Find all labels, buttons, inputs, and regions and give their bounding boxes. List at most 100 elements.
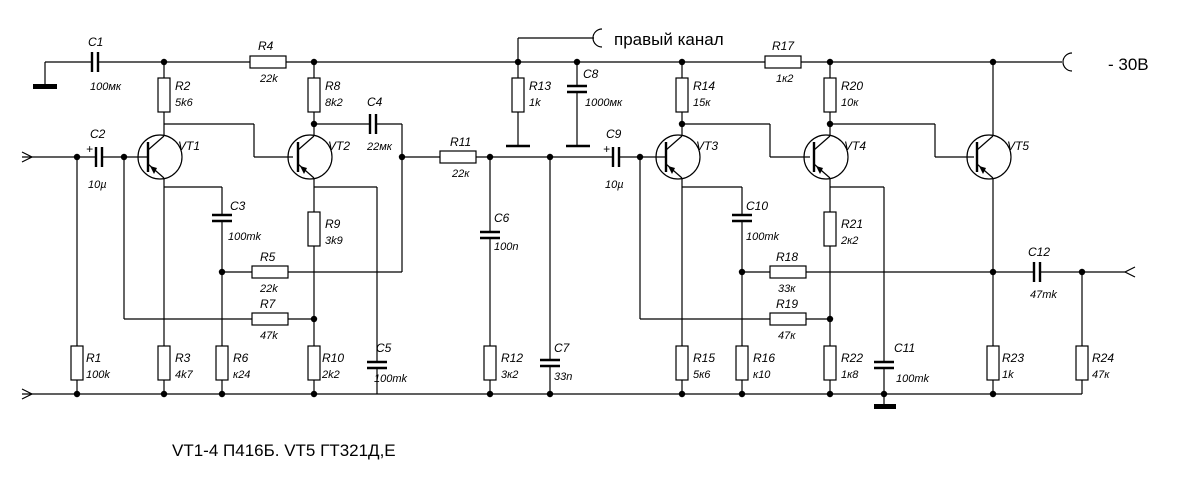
component-labels: C1 100мк C2 10µ + R2 5k6 R4 22k R8 8k2 C…	[86, 35, 1114, 385]
capacitor-c3	[212, 213, 232, 223]
label-c2-value: 10µ	[88, 179, 107, 191]
transistor-vt5	[966, 134, 1012, 180]
label-r24-ref: R24	[1092, 351, 1114, 365]
label-r8-ref: R8	[325, 79, 341, 93]
label-r23-value: 1k	[1002, 369, 1014, 381]
label-c3-value: 100mk	[228, 231, 262, 243]
label-r15-value: 5к6	[693, 369, 711, 381]
label-c9-plus: +	[603, 142, 610, 156]
label-r5-ref: R5	[260, 250, 276, 264]
wires	[22, 37, 1125, 404]
capacitor-c5	[367, 360, 387, 370]
resistor-r2	[157, 77, 171, 113]
label-c2-ref: C2	[90, 127, 106, 141]
resistor-r7	[251, 312, 289, 326]
resistor-r19	[769, 312, 807, 326]
label-r15-ref: R15	[693, 351, 715, 365]
label-r21-value: 2к2	[840, 235, 858, 247]
label-r24-value: 47к	[1092, 369, 1110, 381]
label-r7-ref: R7	[260, 297, 277, 311]
ground-symbols	[33, 84, 896, 409]
label-c1-ref: C1	[88, 35, 103, 49]
resistor-r11	[439, 150, 477, 164]
label-r1-ref: R1	[86, 351, 101, 365]
label-r21-ref: R21	[841, 217, 863, 231]
resistor-r24	[1075, 345, 1089, 381]
label-r10-value: 2k2	[321, 369, 340, 381]
resistor-r18	[769, 265, 807, 279]
label-c9-value: 10µ	[605, 179, 624, 191]
label-r2-value: 5k6	[175, 97, 194, 109]
junction-dots	[73, 58, 1086, 398]
label-c9-ref: C9	[606, 127, 622, 141]
label-r4-ref: R4	[258, 39, 274, 53]
resistor-r21	[823, 211, 837, 247]
capacitor-c4	[368, 114, 378, 134]
resistors	[70, 55, 1089, 381]
label-vt5: VT5	[1007, 139, 1029, 153]
resistor-r23	[986, 345, 1000, 381]
resistor-r3	[157, 345, 171, 381]
capacitor-c12	[1032, 262, 1042, 282]
label-r13-value: 1k	[529, 97, 541, 109]
resistor-r9	[307, 211, 321, 247]
label-r12-value: 3к2	[501, 369, 518, 381]
label-r4-value: 22k	[259, 73, 278, 85]
label-c4-value: 22мк	[366, 141, 393, 153]
label-r3-ref: R3	[175, 351, 191, 365]
label-r18-ref: R18	[776, 250, 798, 264]
resistor-r5	[251, 265, 289, 279]
label-c2-plus: +	[86, 142, 93, 156]
transistor-vt2	[287, 134, 333, 180]
connector-channel	[592, 28, 603, 48]
resistor-r22	[823, 345, 837, 381]
label-c7-ref: C7	[554, 341, 571, 355]
connectors	[21, 28, 1136, 400]
label-c8-value: 1000мк	[585, 97, 623, 109]
label-r18-value: 33к	[778, 283, 796, 295]
transistor-vt1	[137, 134, 183, 180]
connector-supply	[1062, 52, 1073, 72]
label-c8-ref: C8	[583, 67, 599, 81]
label-r13-ref: R13	[529, 79, 551, 93]
resistor-r12	[483, 345, 497, 381]
label-r2-ref: R2	[175, 79, 191, 93]
label-r6-ref: R6	[233, 351, 249, 365]
label-c5-ref: C5	[376, 341, 392, 355]
label-r20-value: 10к	[841, 97, 859, 109]
resistor-r17	[764, 55, 802, 69]
label-r23-ref: R23	[1002, 351, 1024, 365]
label-r22-ref: R22	[841, 351, 863, 365]
label-c1-value: 100мк	[90, 81, 122, 93]
label-vt4: VT4	[844, 139, 866, 153]
capacitor-c6	[480, 230, 500, 240]
transistor-vt3	[655, 134, 701, 180]
channel-label: правый канал	[614, 30, 724, 49]
label-r11-value: 22к	[451, 168, 470, 180]
capacitor-c1	[90, 52, 100, 72]
label-r6-value: к24	[233, 369, 250, 381]
label-r22-value: 1к8	[841, 369, 859, 381]
label-r16-value: к10	[753, 369, 771, 381]
label-r19-value: 47к	[778, 330, 796, 342]
label-r11-ref: R11	[450, 135, 471, 149]
resistor-r20	[823, 77, 837, 113]
resistor-r16	[735, 345, 749, 381]
resistor-r14	[675, 77, 689, 113]
label-r1-value: 100k	[86, 369, 110, 381]
label-r5-value: 22k	[259, 283, 278, 295]
label-r14-ref: R14	[693, 79, 715, 93]
label-c6-ref: C6	[494, 211, 510, 225]
label-r14-value: 15к	[693, 97, 711, 109]
label-c10-ref: C10	[746, 199, 768, 213]
label-r16-ref: R16	[753, 351, 775, 365]
input-arrow-bottom	[21, 388, 34, 400]
label-r8-value: 8k2	[325, 97, 343, 109]
resistor-r10	[307, 345, 321, 381]
label-vt3: VT3	[696, 139, 718, 153]
capacitor-c9	[611, 147, 621, 167]
label-c11-ref: C11	[894, 341, 915, 355]
label-c7-value: 33n	[554, 371, 572, 383]
label-r10-ref: R10	[322, 351, 344, 365]
